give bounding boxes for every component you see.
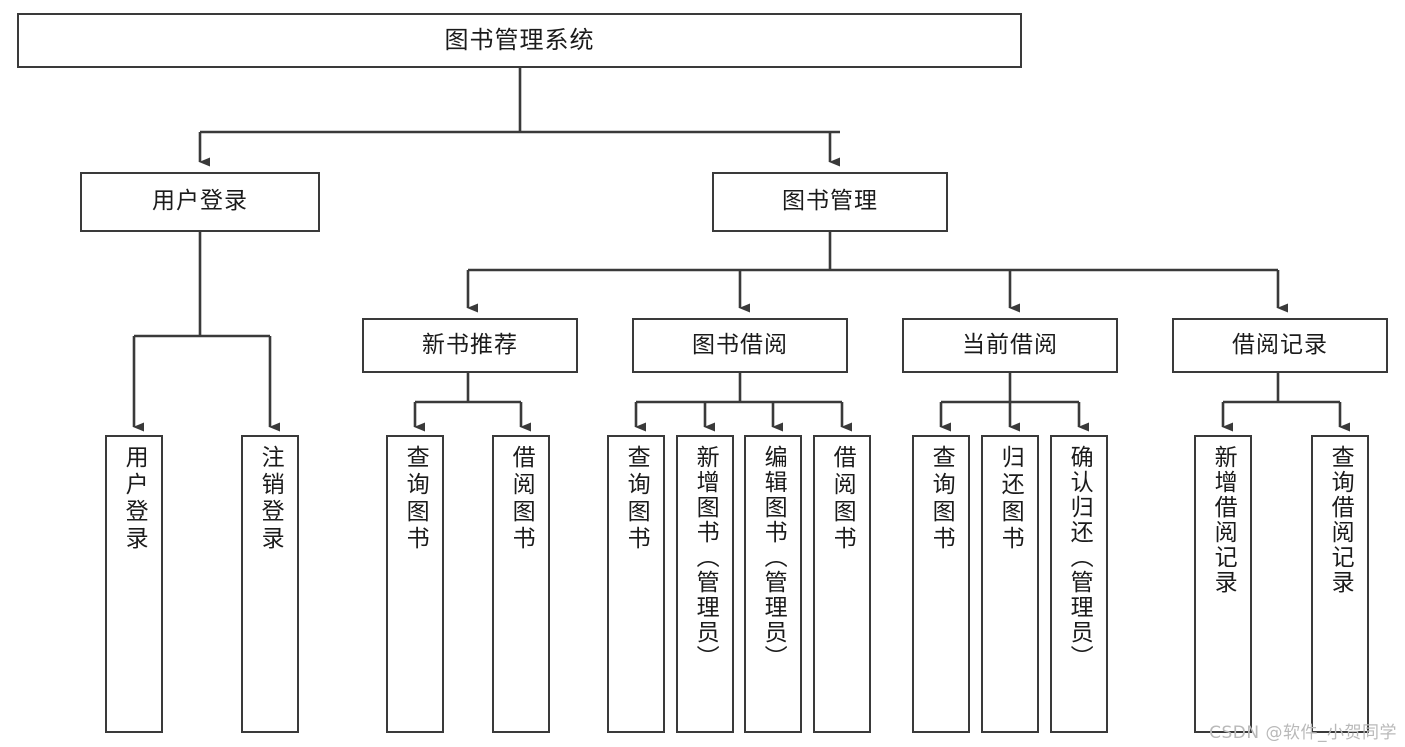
leaf-label: 查询图书 bbox=[402, 445, 429, 553]
leaf-user-login-signout[interactable]: 注销登录 bbox=[241, 435, 299, 733]
leaf-label: 查询借阅记录 bbox=[1327, 445, 1354, 595]
leaf-label: 查询图书 bbox=[623, 445, 650, 553]
leaf-label: 用户登录 bbox=[121, 445, 148, 553]
leaf-current-borrow-confirm[interactable]: 确认归还（管理员） bbox=[1050, 435, 1108, 733]
leaf-label: 编辑图书（管理员） bbox=[760, 445, 787, 670]
node-book-borrow[interactable]: 图书借阅 bbox=[632, 318, 848, 373]
leaf-current-borrow-return[interactable]: 归还图书 bbox=[981, 435, 1039, 733]
leaf-borrow-record-add[interactable]: 新增借阅记录 bbox=[1194, 435, 1252, 733]
node-current-borrow[interactable]: 当前借阅 bbox=[902, 318, 1118, 373]
leaf-label: 新增借阅记录 bbox=[1210, 445, 1237, 595]
leaf-label: 查询图书 bbox=[928, 445, 955, 553]
leaf-borrow-record-query[interactable]: 查询借阅记录 bbox=[1311, 435, 1369, 733]
leaf-label: 借阅图书 bbox=[508, 445, 535, 553]
leaf-new-book-borrow[interactable]: 借阅图书 bbox=[492, 435, 550, 733]
leaf-book-borrow-query[interactable]: 查询图书 bbox=[607, 435, 665, 733]
leaf-label: 注销登录 bbox=[257, 445, 284, 553]
leaf-label: 归还图书 bbox=[997, 445, 1024, 553]
leaf-new-book-query[interactable]: 查询图书 bbox=[386, 435, 444, 733]
node-borrow-record[interactable]: 借阅记录 bbox=[1172, 318, 1388, 373]
node-new-book-recommend[interactable]: 新书推荐 bbox=[362, 318, 578, 373]
leaf-user-login-signin[interactable]: 用户登录 bbox=[105, 435, 163, 733]
leaf-book-borrow-add[interactable]: 新增图书（管理员） bbox=[676, 435, 734, 733]
leaf-book-borrow-edit[interactable]: 编辑图书（管理员） bbox=[744, 435, 802, 733]
leaf-label: 确认归还（管理员） bbox=[1066, 445, 1093, 670]
node-user-login[interactable]: 用户登录 bbox=[80, 172, 320, 232]
leaf-label: 新增图书（管理员） bbox=[692, 445, 719, 670]
leaf-label: 借阅图书 bbox=[829, 445, 856, 553]
node-book-manage[interactable]: 图书管理 bbox=[712, 172, 948, 232]
watermark-text: CSDN @软件_小贺同学 bbox=[1209, 723, 1397, 743]
leaf-book-borrow-borrow[interactable]: 借阅图书 bbox=[813, 435, 871, 733]
leaf-current-borrow-query[interactable]: 查询图书 bbox=[912, 435, 970, 733]
node-root-system[interactable]: 图书管理系统 bbox=[17, 13, 1022, 68]
